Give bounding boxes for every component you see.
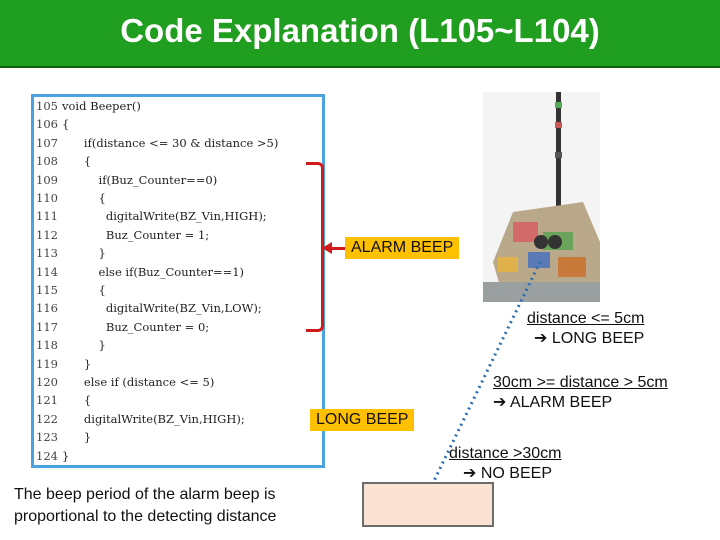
- near-line1: distance <= 5cm: [527, 310, 645, 327]
- line-number: 122: [36, 411, 58, 426]
- far-line2: ➔ NO BEEP: [463, 465, 552, 482]
- line-number: 119: [36, 356, 58, 371]
- code-panel: 105 void Beeper() 106 {107 if(distance <= 3…: [31, 94, 325, 468]
- long-beep-label: LONG BEEP: [310, 409, 415, 431]
- line-number: 108: [36, 154, 58, 169]
- far-line1: distance >30cm: [449, 445, 562, 462]
- code-text: }: [62, 356, 92, 371]
- robot-photo: [483, 92, 600, 302]
- mid-line1: 30cm >= distance > 5cm: [493, 374, 668, 391]
- code-text: {: [62, 117, 70, 132]
- line-number: 110: [36, 191, 58, 205]
- footer-text: The beep period of the alarm beep is pro…: [14, 486, 277, 525]
- code-text: }: [62, 246, 106, 261]
- mid-line2: ➔ ALARM BEEP: [493, 394, 613, 411]
- code-text: if(distance <= 30 & distance >5): [62, 135, 279, 150]
- line-number: 114: [36, 264, 58, 279]
- line-number: 120: [36, 375, 58, 389]
- line-number: 116: [36, 301, 58, 316]
- code-text: digitalWrite(BZ_Vin,HIGH);: [62, 411, 245, 426]
- code-text: Buz_Counter = 1;: [62, 227, 210, 242]
- line-number: 123: [36, 430, 58, 445]
- code-text: }: [62, 448, 70, 463]
- mid-annotation: 30cm >= distance > 5cm ➔ ALARM BEEP: [493, 373, 668, 413]
- alarm-beep-label: ALARM BEEP: [345, 237, 460, 259]
- code-text: }: [62, 338, 106, 353]
- code-text: {: [62, 393, 92, 408]
- line-number: 124: [36, 448, 58, 463]
- line-number: 112: [36, 227, 58, 242]
- code-text: Buz_Counter = 0;: [62, 319, 210, 334]
- line-number: 121: [36, 393, 58, 408]
- arrow-line: [326, 247, 346, 250]
- code-text: if(Buz_Counter==0): [62, 172, 218, 187]
- line-number: 113: [36, 246, 58, 261]
- near-annotation: distance <= 5cm ➔ LONG BEEP: [527, 309, 644, 349]
- line-number: 106: [36, 117, 58, 132]
- code-text: else if(Buz_Counter==1): [62, 264, 245, 279]
- code-text: {: [62, 191, 106, 205]
- slide-title: Code Explanation (L105~L104): [120, 12, 600, 49]
- line-number: 105: [36, 99, 58, 113]
- line-number: 107: [36, 135, 58, 150]
- sensor-box: [362, 482, 494, 527]
- near-line2: ➔ LONG BEEP: [534, 330, 645, 347]
- line-number: 109: [36, 172, 58, 187]
- code-text: }: [62, 430, 92, 445]
- code-text: void Beeper(): [62, 99, 141, 113]
- line-number: 111: [36, 209, 58, 224]
- far-annotation: distance >30cm ➔ NO BEEP: [449, 444, 562, 484]
- code-text: else if (distance <= 5): [62, 375, 215, 389]
- arrow-left-icon: [322, 242, 332, 254]
- code-text: {: [62, 154, 92, 169]
- title-bar: Code Explanation (L105~L104): [0, 0, 720, 68]
- line-number: 117: [36, 319, 58, 334]
- code-text: digitalWrite(BZ_Vin,HIGH);: [62, 209, 267, 224]
- line-number: 115: [36, 283, 58, 297]
- code-text: {: [62, 283, 106, 297]
- code-text: digitalWrite(BZ_Vin,LOW);: [62, 301, 262, 316]
- line-number: 118: [36, 338, 58, 353]
